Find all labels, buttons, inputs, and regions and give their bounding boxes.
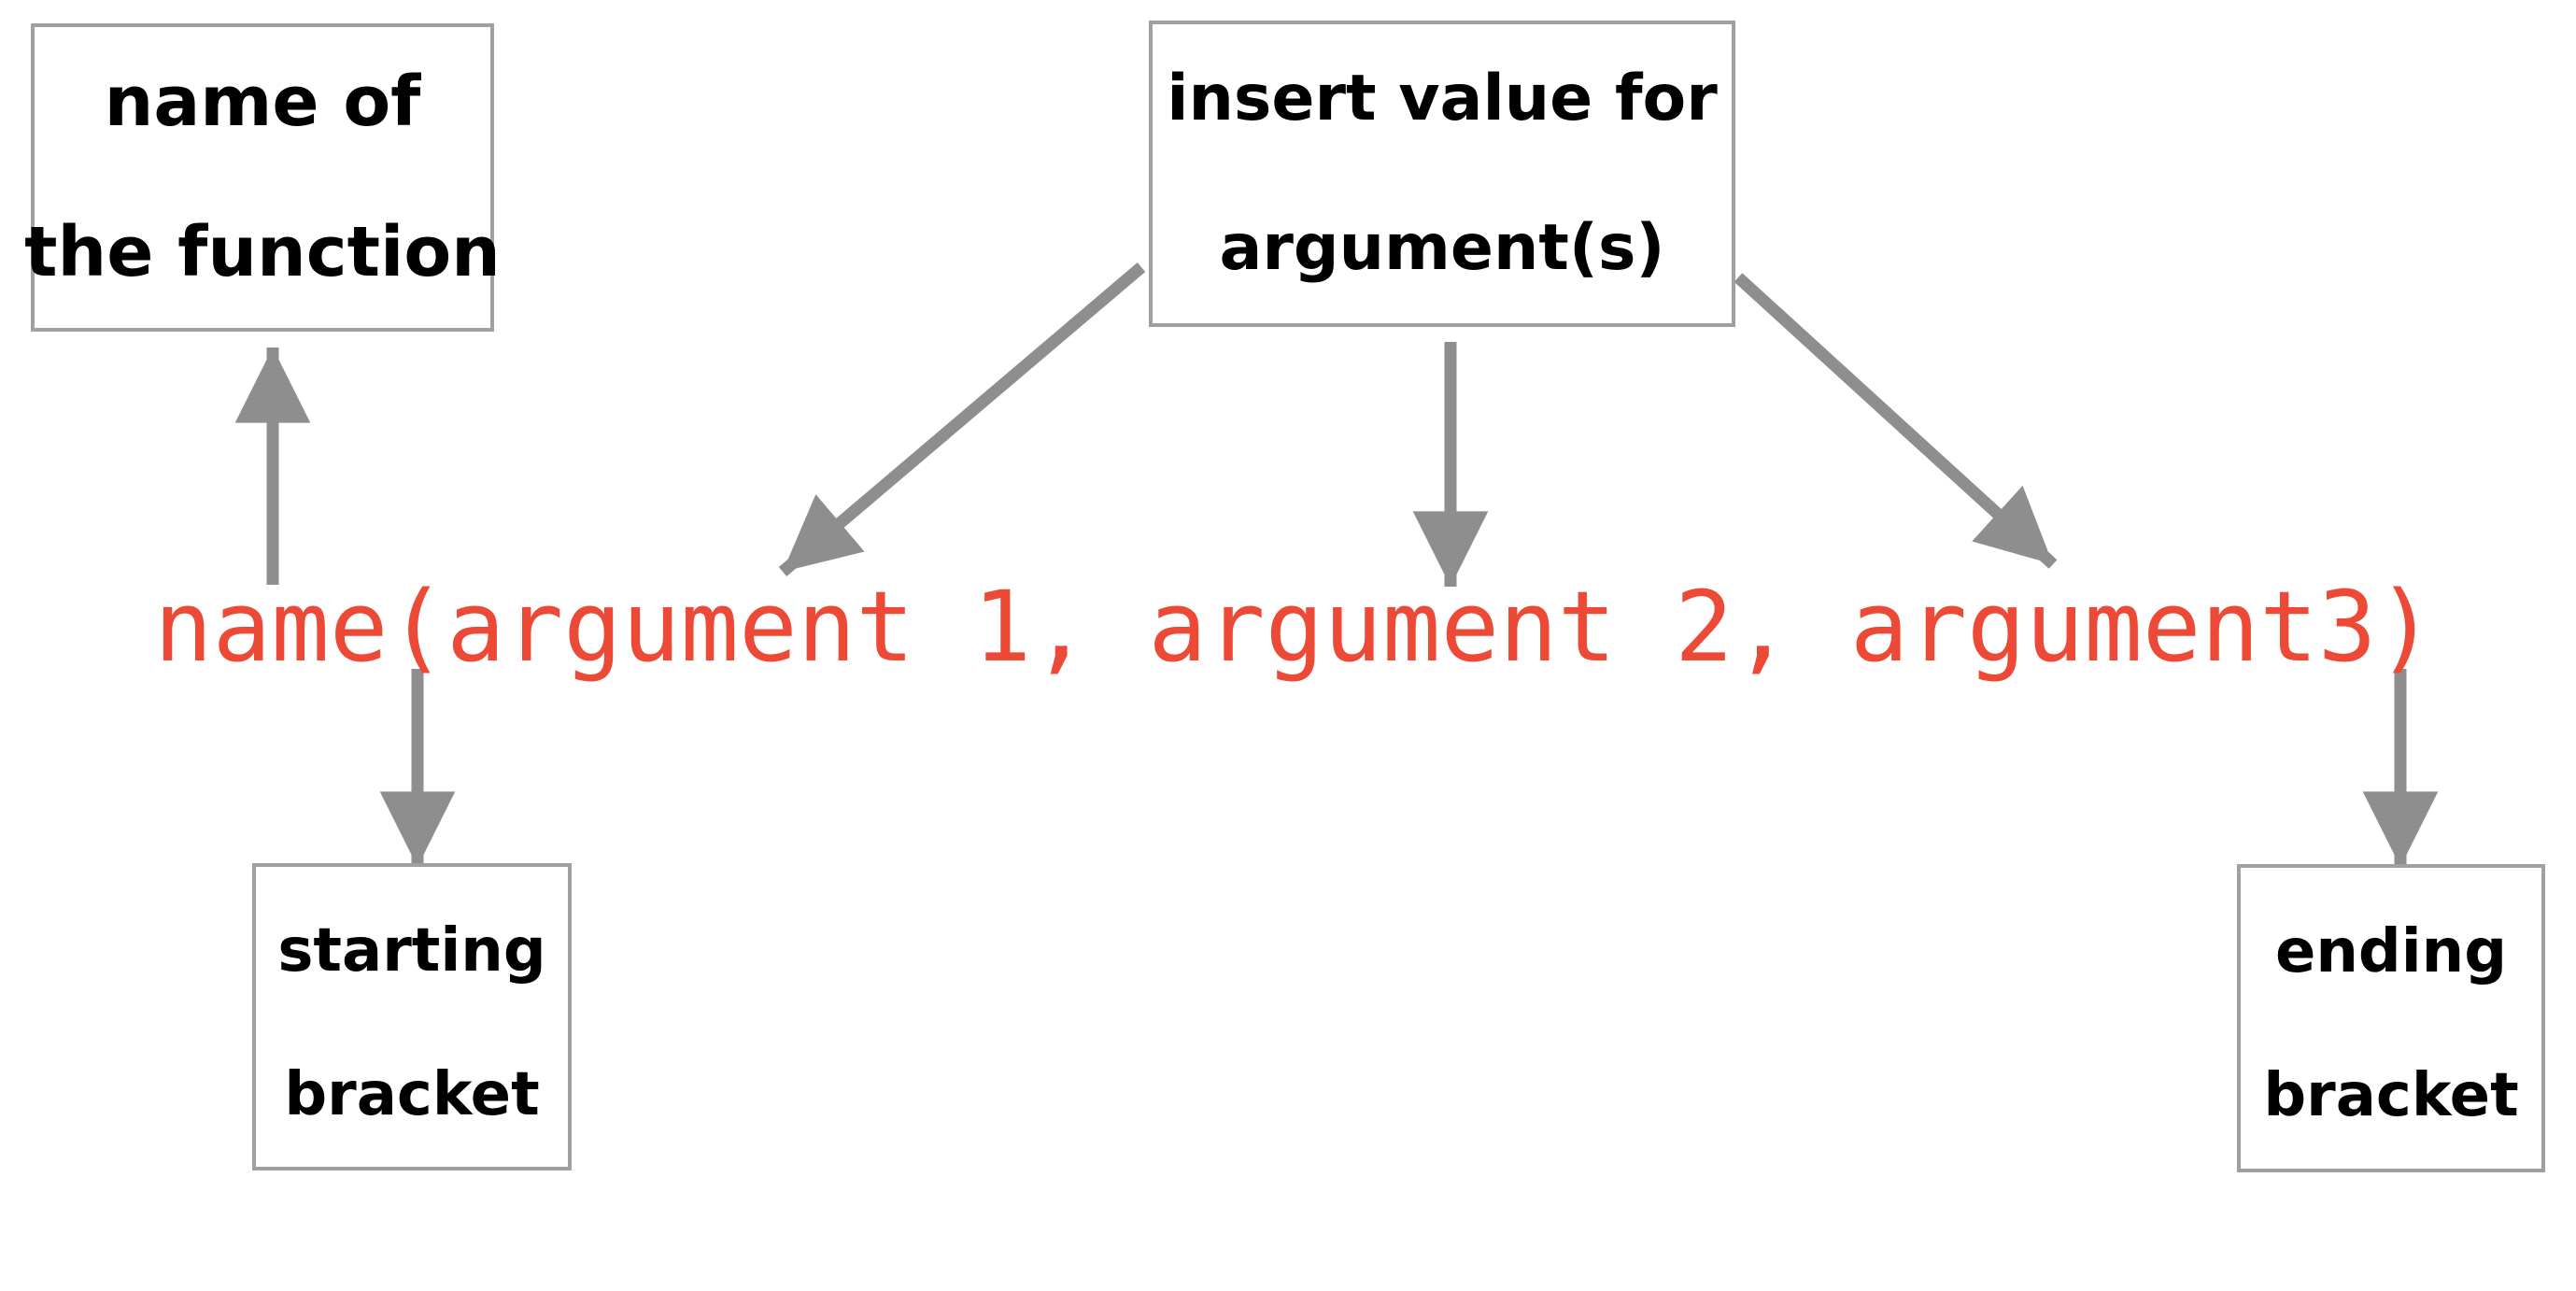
insert-value-box-line2: argument(s) xyxy=(1219,211,1665,286)
function-name-box: name of the function xyxy=(24,23,501,332)
starting-bracket-box: starting bracket xyxy=(252,863,572,1170)
insert-value-to-argument1-arrow xyxy=(778,262,1146,576)
function-name-box-line1: name of xyxy=(104,61,421,142)
function-syntax-code: name(argument 1, argument 2, argument3) xyxy=(154,570,2435,684)
insert-value-box: insert value for argument(s) xyxy=(1149,21,1735,327)
ending-bracket-box: ending bracket xyxy=(2237,864,2545,1172)
insert-value-box-line1: insert value for xyxy=(1167,62,1718,136)
ending-bracket-box-line2: bracket xyxy=(2263,1061,2519,1131)
starting-bracket-box-line1: starting xyxy=(277,916,546,986)
starting-bracket-box-line2: bracket xyxy=(284,1059,540,1129)
ending-bracket-box-line1: ending xyxy=(2274,917,2508,987)
insert-value-to-argument3-arrow xyxy=(1734,273,2058,569)
function-name-box-line2: the function xyxy=(24,211,501,292)
